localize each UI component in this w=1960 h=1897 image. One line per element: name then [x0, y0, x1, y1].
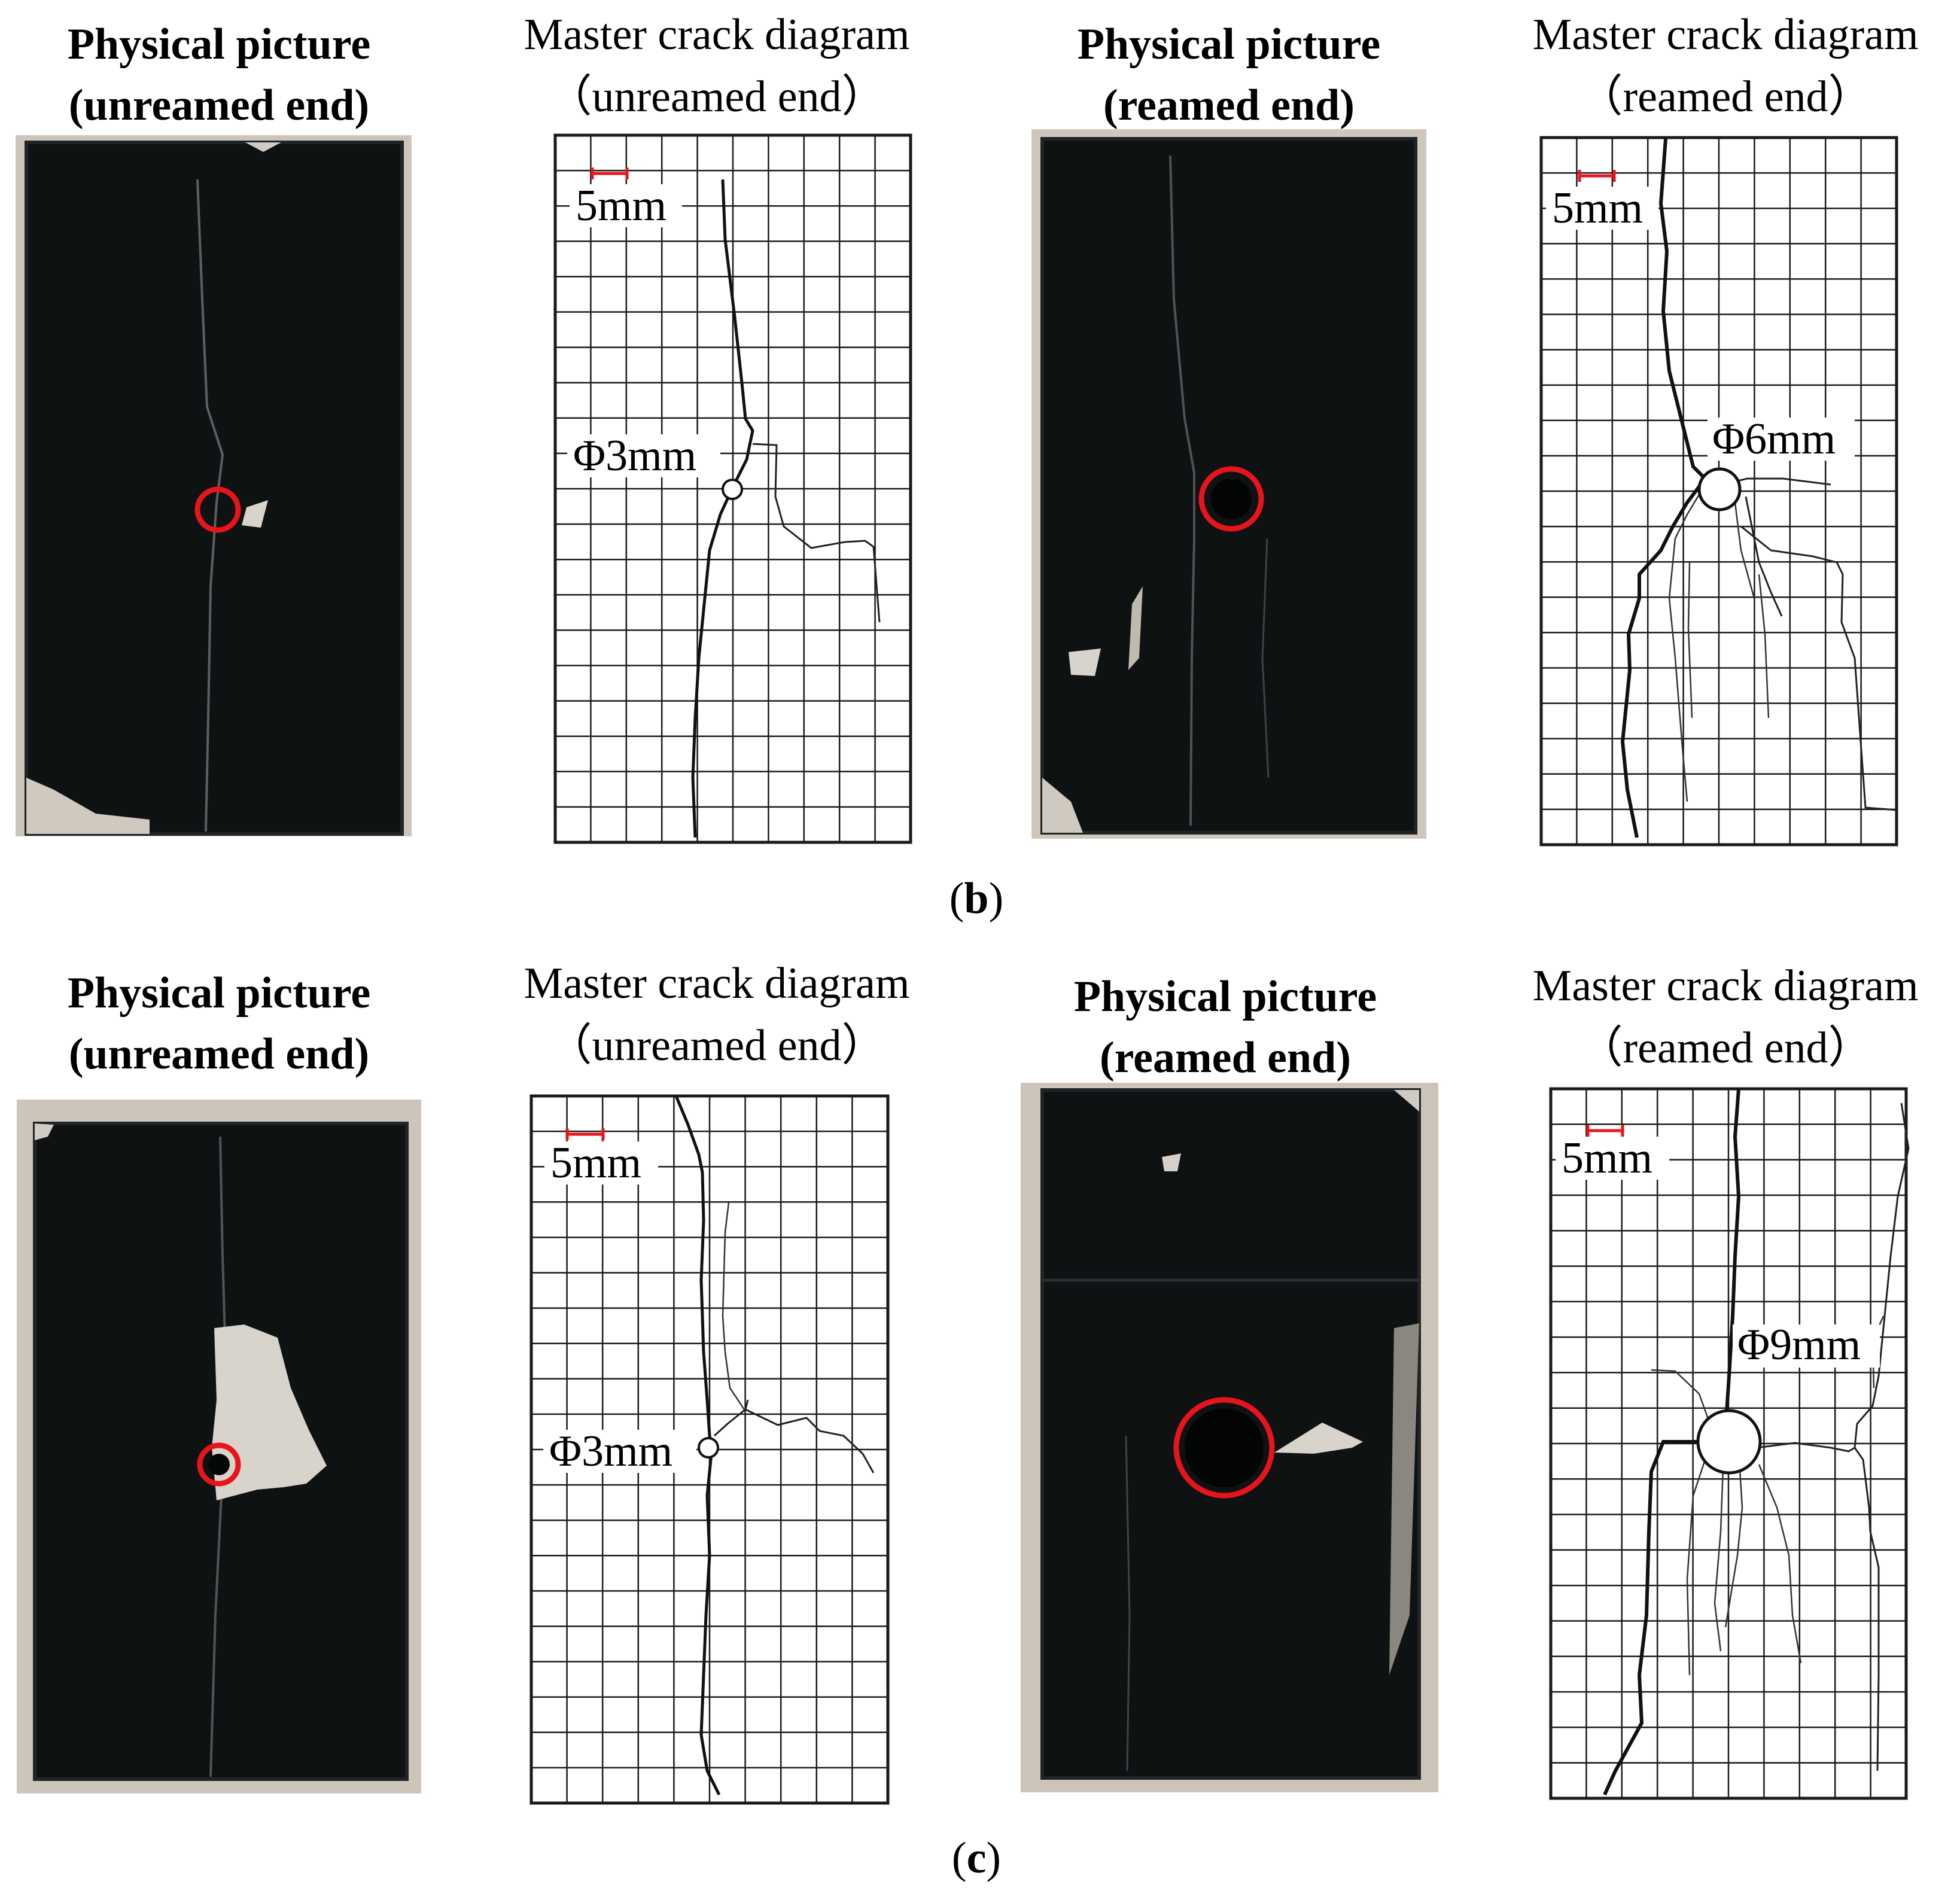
- chipped-corner: [245, 142, 281, 152]
- photo-title-line1: Physical picture: [1074, 972, 1377, 1021]
- branch-crack: [1854, 1447, 1880, 1771]
- branch-crack: [1740, 525, 1897, 811]
- branch-crack: [1734, 502, 1755, 599]
- branch-crack: [1724, 1469, 1743, 1628]
- branch-crack: [713, 1408, 875, 1473]
- crack-line: [196, 179, 224, 832]
- label-backdrop: [1708, 418, 1855, 461]
- specimen-photo-reamed: [1021, 1083, 1438, 1792]
- branch-crack: [752, 443, 881, 623]
- label-backdrop: [1733, 1324, 1880, 1368]
- main-crack: [1620, 138, 1708, 838]
- branch-crack: [1756, 1103, 1910, 1453]
- hole-diameter-label: Φ6mm: [1712, 415, 1836, 464]
- label-backdrop: [1556, 1137, 1669, 1180]
- specimen-photo-reamed: [1031, 129, 1426, 839]
- main-crack: [1603, 1440, 1700, 1796]
- diagram-title-line1: Master crack diagram: [524, 959, 909, 1008]
- hole-circle: [698, 1437, 719, 1458]
- label-backdrop: [570, 184, 682, 227]
- chipped-corner: [35, 1123, 54, 1140]
- chipped-corner: [1162, 1153, 1181, 1171]
- crack-line: [1261, 538, 1270, 778]
- main-crack: [674, 1095, 721, 1796]
- row-b: Physical picture (unreamed end) Master c…: [16, 10, 1919, 923]
- row-label: (c): [952, 1834, 1001, 1883]
- hole-marker: [197, 1442, 241, 1487]
- crack-line: [1125, 1435, 1131, 1771]
- scale-label: 5mm: [576, 181, 666, 230]
- hole-diameter-label: Φ3mm: [573, 431, 696, 480]
- scale-label: 5mm: [550, 1138, 641, 1187]
- photo-title-line2: (reamed end): [1100, 1033, 1351, 1082]
- crack-diagram-reamed: 5mm Φ6mm: [1539, 136, 1898, 847]
- label-backdrop: [544, 1141, 658, 1185]
- branch-crack: [1758, 1464, 1802, 1664]
- photo-title-line1: Physical picture: [68, 969, 370, 1018]
- photo-title-line2: (unreamed end): [69, 1030, 369, 1079]
- diagram-title-line2: （unreamed end）: [547, 1021, 885, 1070]
- chipped-corner: [1128, 586, 1143, 670]
- hole-marker: [194, 486, 241, 533]
- label-backdrop: [567, 434, 720, 477]
- scale-label: 5mm: [1562, 1134, 1652, 1183]
- hole-diameter-label: Φ9mm: [1737, 1320, 1861, 1369]
- branch-crack: [1686, 1459, 1706, 1676]
- hole-dark: [208, 1454, 230, 1475]
- main-crack: [1725, 1088, 1741, 1412]
- branch-crack: [1714, 1466, 1724, 1652]
- grid: [1549, 1087, 1908, 1800]
- hole-dark: [1185, 1408, 1264, 1487]
- specimen-photo-unreamed: [17, 1100, 421, 1794]
- hole-marker: [1173, 1397, 1275, 1499]
- label-backdrop: [1546, 187, 1658, 230]
- branch-crack: [1745, 496, 1783, 617]
- diagram-title-line1: Master crack diagram: [1532, 10, 1918, 59]
- row-c: Physical picture (unreamed end) Master c…: [17, 959, 1919, 1883]
- exposed-core: [212, 1324, 327, 1500]
- label-backdrop: [543, 1430, 696, 1473]
- scale-label: 5mm: [1552, 184, 1643, 233]
- photo-title-line2: (unreamed end): [69, 81, 369, 130]
- crack-diagram-unreamed: 5mm Φ3mm: [529, 1094, 890, 1805]
- hole-circle: [722, 479, 743, 500]
- exposed-core: [1274, 1423, 1363, 1454]
- specimen-photo-unreamed: [16, 135, 412, 836]
- diagram-title-line2: （reamed end）: [1578, 72, 1872, 121]
- branch-crack: [1687, 562, 1693, 718]
- diagram-title-line2: （unreamed end）: [547, 72, 885, 121]
- crack-line: [1169, 155, 1195, 826]
- diagram-title-line1: Master crack diagram: [1532, 961, 1918, 1010]
- branch-crack: [722, 1202, 747, 1412]
- hole-marker: [1198, 466, 1264, 532]
- chipped-corner: [26, 778, 150, 834]
- photo-title-line2: (reamed end): [1103, 81, 1355, 130]
- photo-title-line1: Physical picture: [68, 20, 370, 69]
- row-label: (b): [949, 874, 1003, 923]
- diagram-title-line2: （reamed end）: [1578, 1024, 1872, 1073]
- grid: [1539, 136, 1898, 847]
- hole-circle: [1697, 467, 1742, 511]
- diagram-title-line1: Master crack diagram: [524, 10, 909, 59]
- crack-diagram-unreamed: 5mm Φ3mm: [553, 133, 912, 844]
- branch-crack: [744, 1399, 749, 1410]
- chipped-corner: [1042, 778, 1083, 833]
- branch-crack: [1668, 490, 1703, 802]
- hole-circle: [1696, 1409, 1762, 1475]
- branch-crack: [1651, 1369, 1711, 1424]
- chipped-corner: [1394, 1090, 1419, 1112]
- hole-diameter-label: Φ3mm: [549, 1427, 672, 1476]
- hole-dark: [1211, 479, 1252, 519]
- chipped-corner: [1069, 648, 1101, 676]
- branch-crack: [1758, 574, 1770, 718]
- crack-diagram-reamed: 5mm Φ9mm: [1549, 1087, 1910, 1800]
- spall-strip: [1389, 1323, 1419, 1675]
- photo-title-line1: Physical picture: [1078, 20, 1380, 69]
- chipped-corner: [242, 500, 268, 528]
